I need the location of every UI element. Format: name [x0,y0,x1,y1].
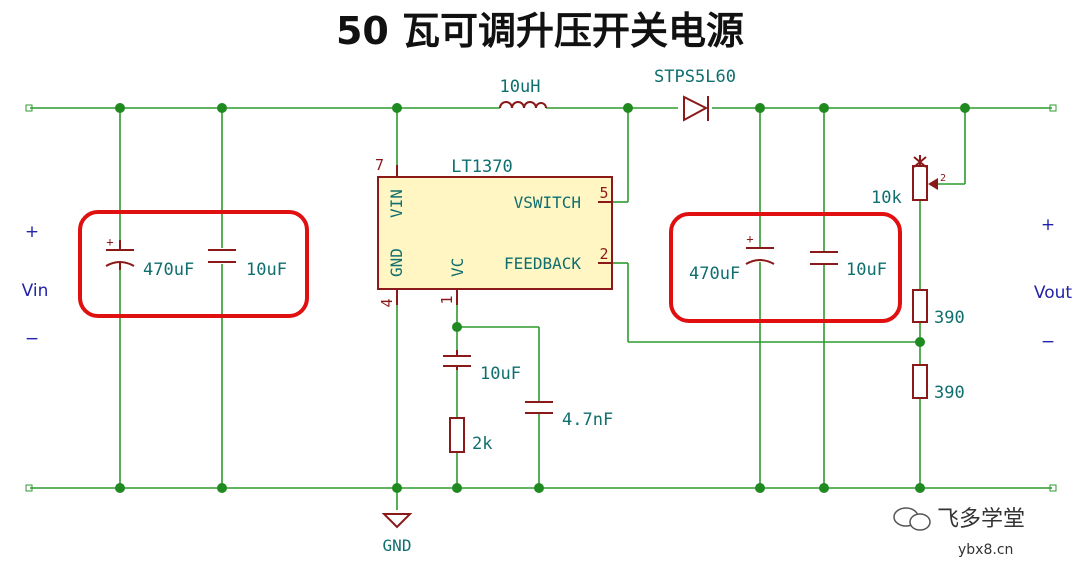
vin-minus: − [25,329,39,349]
junctions [115,103,970,493]
input-cap-10uf-symbol [208,249,236,263]
svg-text:+: + [106,235,113,249]
schematic-title: 50 瓦可调升压开关电源 [336,9,744,53]
comp-cap-label: 10uF [480,364,521,384]
pot-wiper-pin: 2 [940,173,946,184]
ic-pin-vin-label: VIN [387,189,406,218]
watermark-logo-icon [893,507,931,531]
diode-symbol [683,95,709,122]
vout-label: Vout [1034,283,1072,303]
ic-pin4-number: 4 [378,298,396,307]
ic-pin7-number: 7 [375,156,384,174]
watermark-brand: 飞多学堂 [937,507,1025,532]
ic-pin-gnd-label: GND [387,248,406,277]
ic-pin-feedback-label: FEEDBACK [504,254,581,273]
terminals [25,104,1057,492]
potentiometer-symbol [912,155,938,201]
vout-minus: − [1041,332,1055,352]
output-cap-470uf-symbol: + [745,232,775,265]
vout-plus: + [1041,215,1055,235]
output-cap-10uf-label: 10uF [846,260,887,280]
output-cap-10uf-symbol [810,251,838,265]
output-cap-470uf-label: 470uF [689,264,740,284]
ic-pin-vswitch-label: VSWITCH [514,193,581,212]
wires [30,107,1052,510]
highlight-input-caps [78,210,309,318]
watermark-url: ybx8.cn [958,542,1013,558]
comp-res-label: 2k [472,434,492,454]
comp-cap-4n7-symbol [525,401,553,414]
inductor-symbol [499,101,547,109]
ic-pin5-number: 5 [599,184,608,202]
input-cap-470uf-symbol: + [105,235,135,270]
divider-r2-label: 390 [934,383,965,403]
ground-icon [381,513,413,529]
vin-label: Vin [22,281,49,301]
inductor-label: 10uH [500,77,541,97]
comp-resistor-symbol [449,417,465,453]
svg-text:+: + [746,232,753,246]
diode-label: STPS5L60 [654,67,736,87]
divider-resistor-2-symbol [912,364,928,399]
input-cap-470uf-label: 470uF [143,260,194,280]
vin-plus: + [25,222,39,242]
divider-r1-label: 390 [934,308,965,328]
pot-label: 10k [871,188,902,208]
divider-resistor-1-symbol [912,289,928,323]
ic-pin-vc-label: VC [448,258,467,277]
comp-cap2-label: 4.7nF [562,410,613,430]
ic-pin1-number: 1 [438,295,456,304]
ic-pin2-number: 2 [599,245,608,263]
input-cap-10uf-label: 10uF [246,260,287,280]
comp-cap-10uf-symbol [443,350,471,370]
ground-label: GND [383,536,412,555]
ic-name: LT1370 [451,157,512,177]
highlight-output-caps [669,212,902,323]
ic-lt1370 [377,165,613,305]
